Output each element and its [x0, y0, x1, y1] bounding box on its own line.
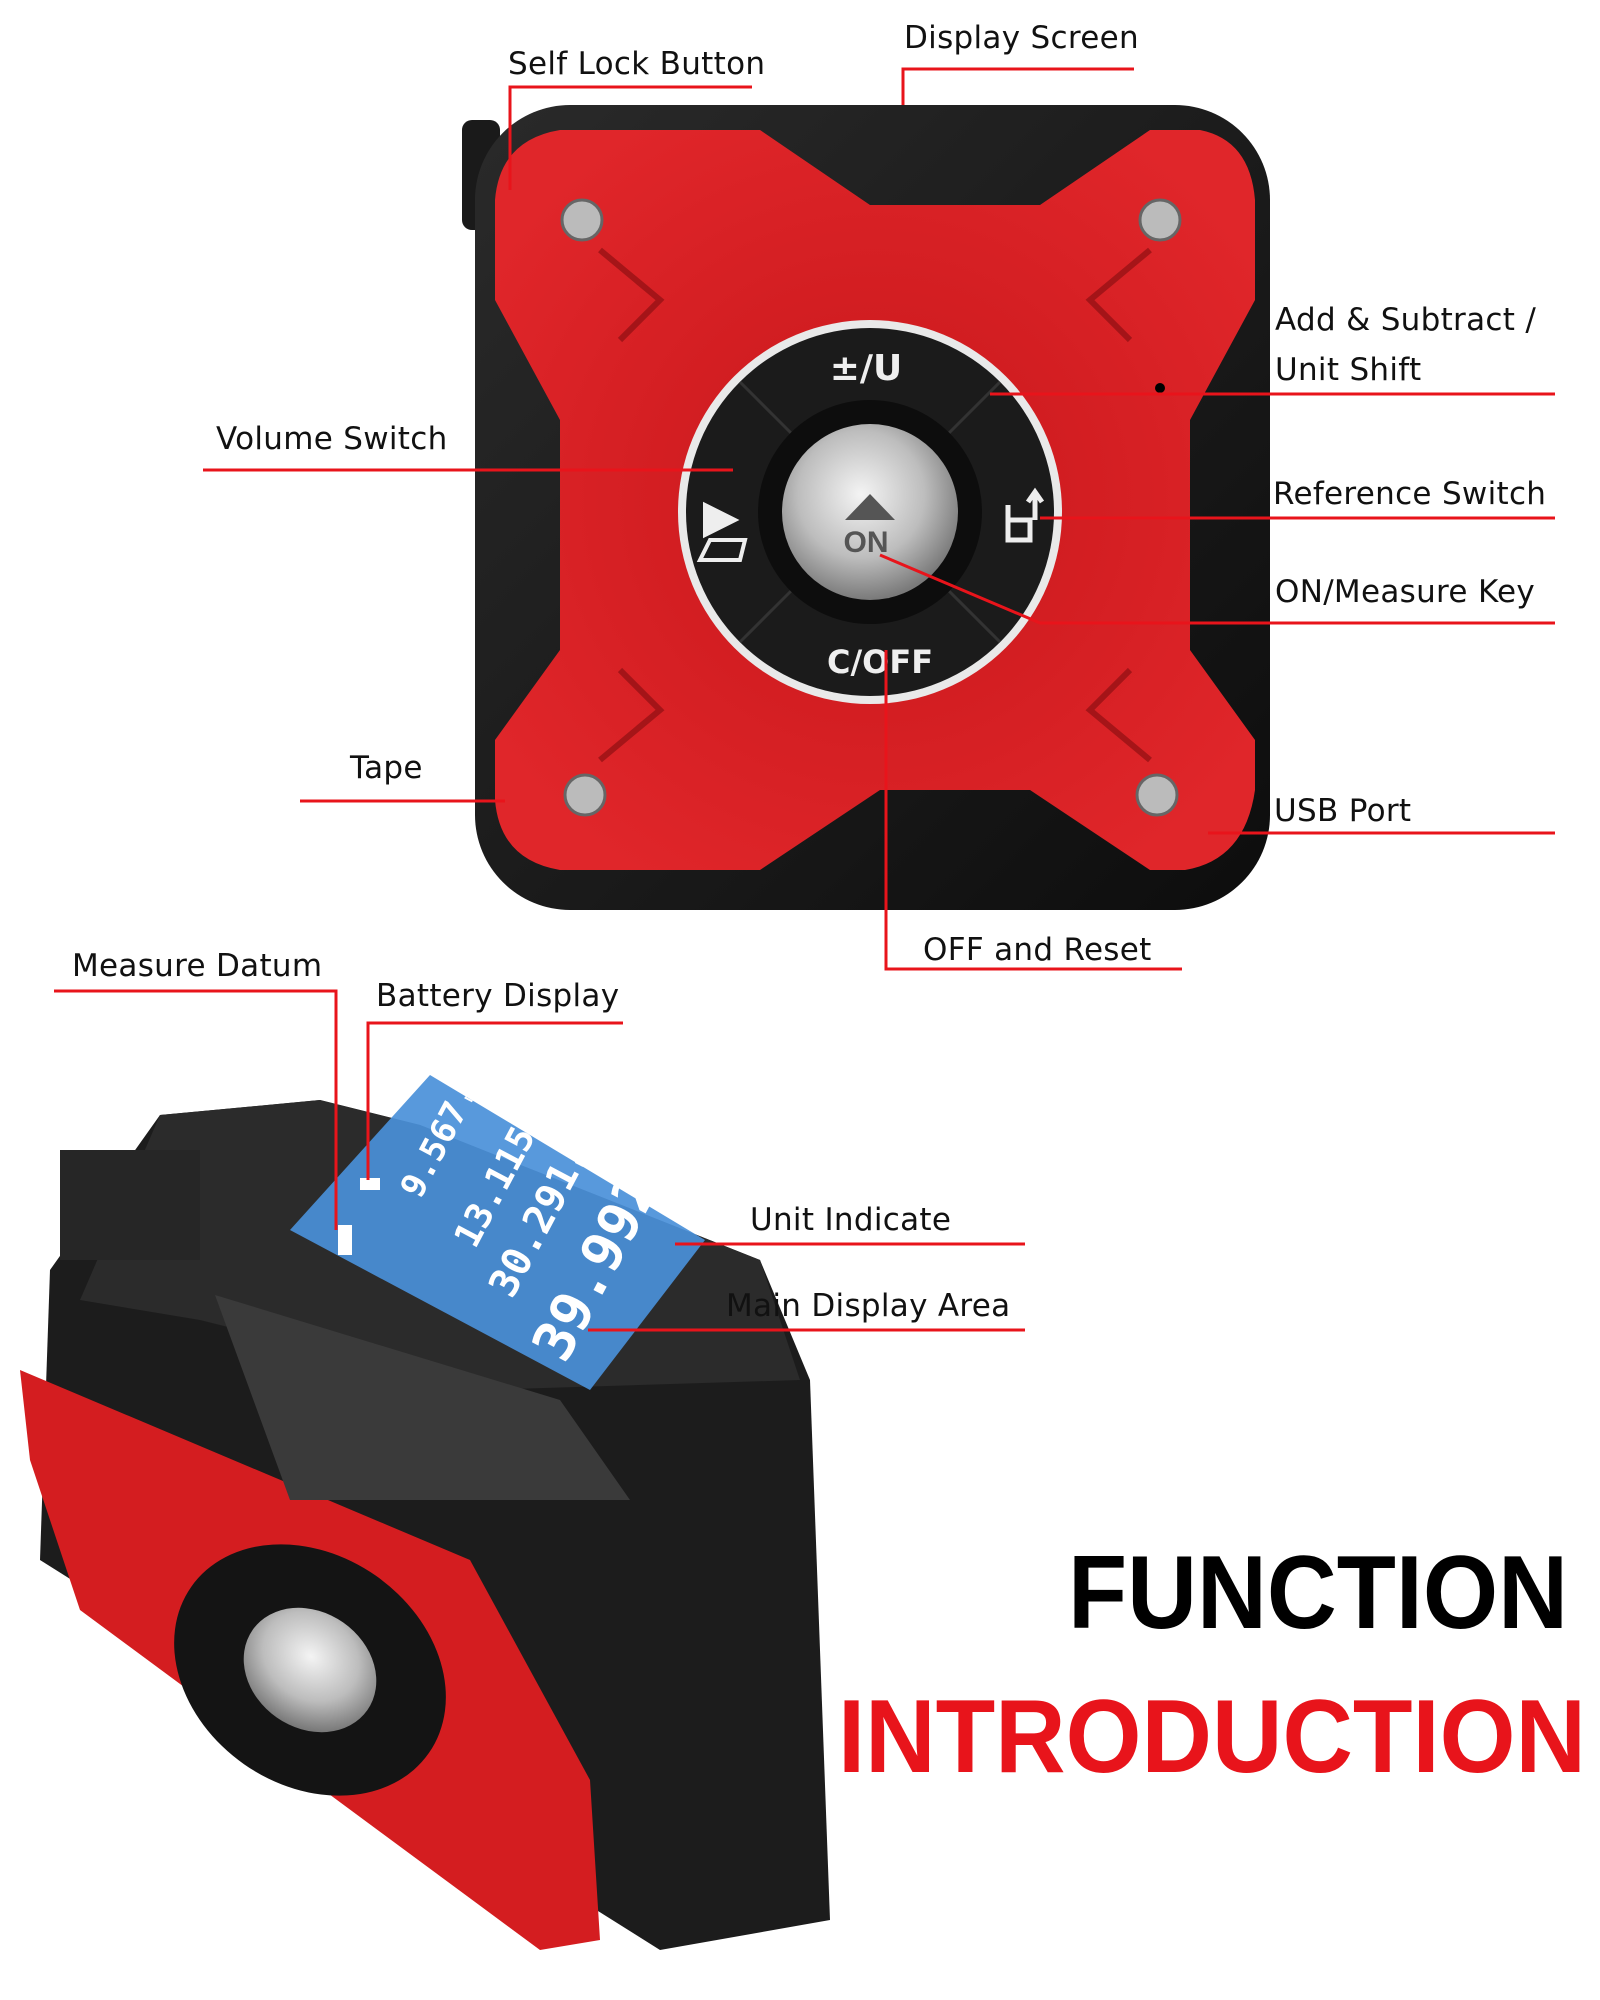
volume-switch-icon[interactable]	[696, 501, 748, 562]
label-measure-datum: Measure Datum	[72, 948, 323, 984]
volume-hole	[1155, 383, 1165, 393]
label-usb-port: USB Port	[1274, 793, 1412, 829]
reference-switch-icon[interactable]	[1005, 487, 1045, 543]
unit-2: m	[527, 1111, 548, 1129]
measure-datum-icon	[338, 1225, 352, 1255]
physical-screen-window	[215, 1295, 630, 1500]
label-unit-indicate: Unit Indicate	[750, 1202, 952, 1238]
label-main-display-area: Main Display Area	[726, 1288, 1011, 1324]
on-button-3d	[243, 1607, 377, 1733]
label-unit-shift: Unit Shift	[1275, 352, 1422, 388]
label-add-subtract: Add & Subtract /	[1275, 302, 1537, 338]
title-function: FUNCTION	[1068, 1535, 1568, 1651]
plus-minus-unit-button[interactable]: ±/U	[830, 348, 903, 389]
screen-overlay	[290, 1075, 705, 1390]
clear-off-button[interactable]: C/OFF	[827, 643, 933, 681]
callout-lines	[54, 67, 1555, 1332]
label-on-measure-key: ON/Measure Key	[1275, 574, 1536, 610]
label-volume-switch: Volume Switch	[216, 421, 448, 457]
on-button-label: ON	[844, 526, 889, 559]
label-reference-switch: Reference Switch	[1273, 476, 1547, 512]
on-arrow-icon	[845, 494, 895, 520]
title-introduction: INTRODUCTION	[838, 1679, 1586, 1795]
label-display-screen: Display Screen	[904, 20, 1139, 56]
label-battery-display: Battery Display	[376, 978, 620, 1014]
screws	[560, 198, 1182, 817]
label-tape: Tape	[350, 750, 423, 786]
label-off-and-reset: OFF and Reset	[923, 932, 1152, 968]
label-self-lock-button: Self Lock Button	[508, 46, 766, 82]
top-device: ON ±/U C/OFF	[462, 105, 1270, 910]
plate-ridges	[598, 247, 1152, 763]
speaker-grille	[60, 1150, 200, 1260]
bottom-device: 9.567 m 13.115 m 30.291 m 39.992 m	[20, 1075, 830, 1950]
battery-icon	[360, 1178, 380, 1190]
